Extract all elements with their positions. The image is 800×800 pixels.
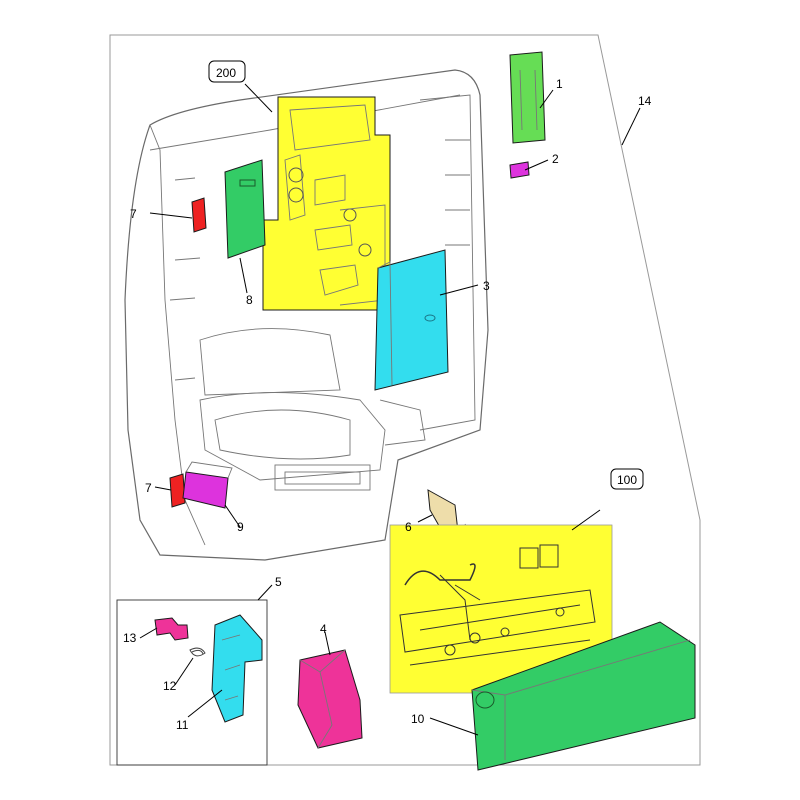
callout-1: 1: [556, 77, 563, 91]
callout-200-box: 200: [208, 60, 246, 83]
callout-5: 5: [275, 575, 282, 589]
part-10[interactable]: [471, 621, 696, 771]
callout-6: 6: [405, 520, 412, 534]
part-1[interactable]: [509, 51, 546, 144]
callout-labels: 1 2 3 4 5 6 7 7 8 9 10 11 12 13 14: [123, 77, 652, 732]
callout-4: 4: [320, 622, 327, 636]
callout-12: 12: [163, 679, 177, 693]
part-7-upper[interactable]: [191, 197, 207, 233]
callout-11: 11: [176, 718, 189, 732]
part-12[interactable]: [189, 647, 206, 657]
callout-10: 10: [411, 712, 425, 726]
callout-200: 200: [216, 66, 236, 80]
callout-8: 8: [246, 293, 253, 307]
part-3[interactable]: [374, 249, 449, 391]
assembly-200[interactable]: [262, 96, 391, 311]
callout-9: 9: [237, 520, 244, 534]
housing-body: [124, 69, 489, 561]
callout-3: 3: [483, 279, 490, 293]
callout-100: 100: [617, 473, 637, 487]
leader-lines: [139, 83, 641, 736]
callout-2: 2: [552, 152, 559, 166]
part-2[interactable]: [509, 161, 530, 179]
part-9[interactable]: [182, 471, 229, 509]
diagram-frame: [109, 34, 701, 766]
part-8[interactable]: [224, 159, 266, 259]
callout-100-box: 100: [610, 468, 644, 490]
subassembly-5-box: [116, 599, 268, 766]
callout-7-lower: 7: [145, 481, 152, 495]
callout-14: 14: [638, 94, 652, 108]
part-7-lower[interactable]: [169, 473, 186, 508]
callout-13: 13: [123, 631, 137, 645]
part-13[interactable]: [154, 617, 189, 641]
callout-7-upper: 7: [130, 207, 137, 221]
part-11[interactable]: [211, 614, 263, 723]
